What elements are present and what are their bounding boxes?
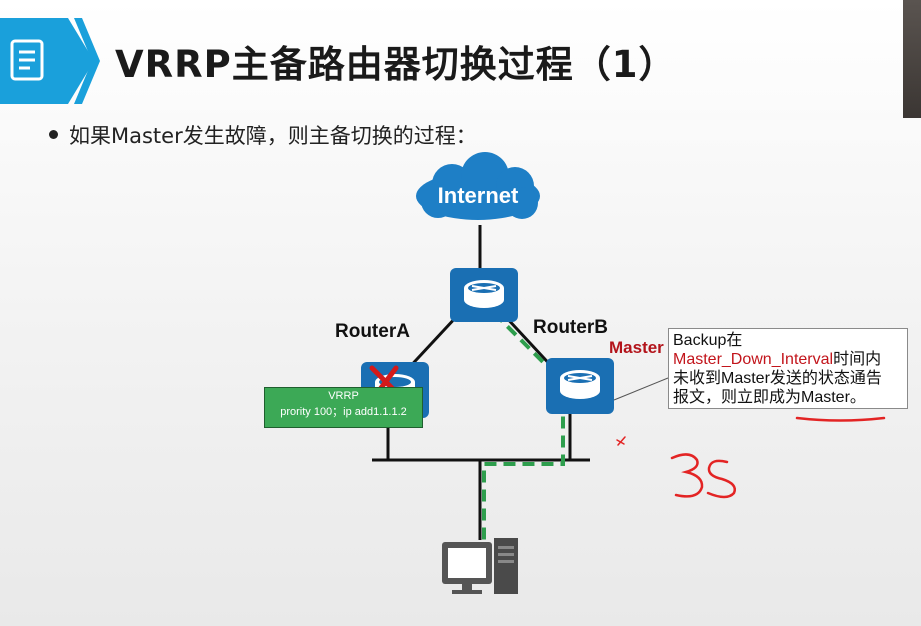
note-line-2: Master_Down_Interval时间内 (673, 350, 903, 369)
note-line-2-suffix: 时间内 (833, 351, 882, 368)
vrrp-config-box: VRRP prority 100；ip add1.1.1.2 (264, 387, 423, 428)
note-line-1: Backup在 (673, 332, 743, 349)
vrrp-detail: prority 100；ip add1.1.1.2 (280, 406, 407, 418)
title-accent-band (0, 18, 100, 104)
cloud-icon: Internet (416, 152, 540, 220)
note-pointer (613, 377, 669, 401)
bullet-marker (49, 130, 58, 139)
handwritten-annotation (616, 416, 886, 499)
router-b-label: RouterB (533, 317, 608, 338)
failover-path (482, 311, 568, 540)
master-down-interval-term: Master_Down_Interval (673, 351, 834, 368)
pc-icon (442, 538, 518, 594)
document-icon (10, 39, 44, 81)
webcam-overlay (903, 0, 921, 118)
router-b-icon (546, 358, 614, 414)
cloud-label: Internet (438, 183, 519, 208)
router-a-label: RouterA (335, 321, 410, 342)
vrrp-title: VRRP (328, 390, 359, 402)
network-links (372, 225, 590, 540)
note-line-3: 未收到Master发送的状态通告 (673, 370, 882, 387)
router-icon (450, 268, 518, 322)
note-line-4: 报文，则立即成为Master。 (673, 389, 866, 406)
failover-note: Backup在 Master_Down_Interval时间内 未收到Maste… (668, 328, 908, 409)
master-role-label: Master (609, 338, 664, 357)
slide-title: VRRP主备路由器切换过程（1） (115, 43, 677, 86)
bullet-text: 如果Master发生故障，则主备切换的过程： (69, 124, 477, 148)
